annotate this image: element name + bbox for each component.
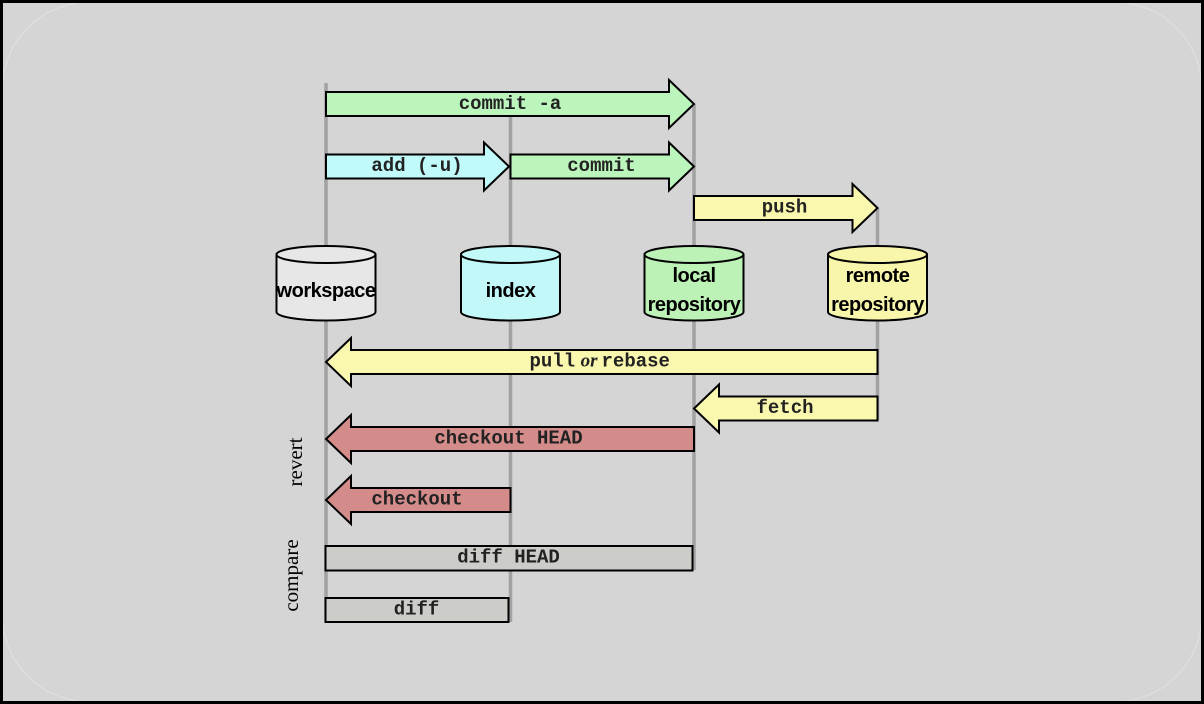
svg-text:commit -a: commit -a [459, 93, 562, 115]
svg-text:commit: commit [567, 155, 635, 177]
svg-text:index: index [486, 280, 536, 302]
svg-text:workspace: workspace [276, 280, 376, 302]
svg-text:checkout HEAD: checkout HEAD [434, 428, 582, 450]
svg-text:fetch: fetch [756, 397, 813, 419]
svg-text:checkout: checkout [371, 489, 462, 511]
svg-text:revert: revert [283, 437, 307, 486]
svg-text:repository: repository [648, 294, 742, 316]
svg-text:diff HEAD: diff HEAD [457, 547, 560, 569]
svg-text:compare: compare [279, 539, 303, 611]
svg-text:diff: diff [394, 599, 440, 621]
svg-text:repository: repository [831, 294, 925, 316]
svg-text:remote: remote [846, 265, 910, 287]
svg-text:add (-u): add (-u) [371, 155, 462, 177]
svg-text:local: local [672, 265, 715, 287]
svg-text:push: push [762, 197, 808, 219]
